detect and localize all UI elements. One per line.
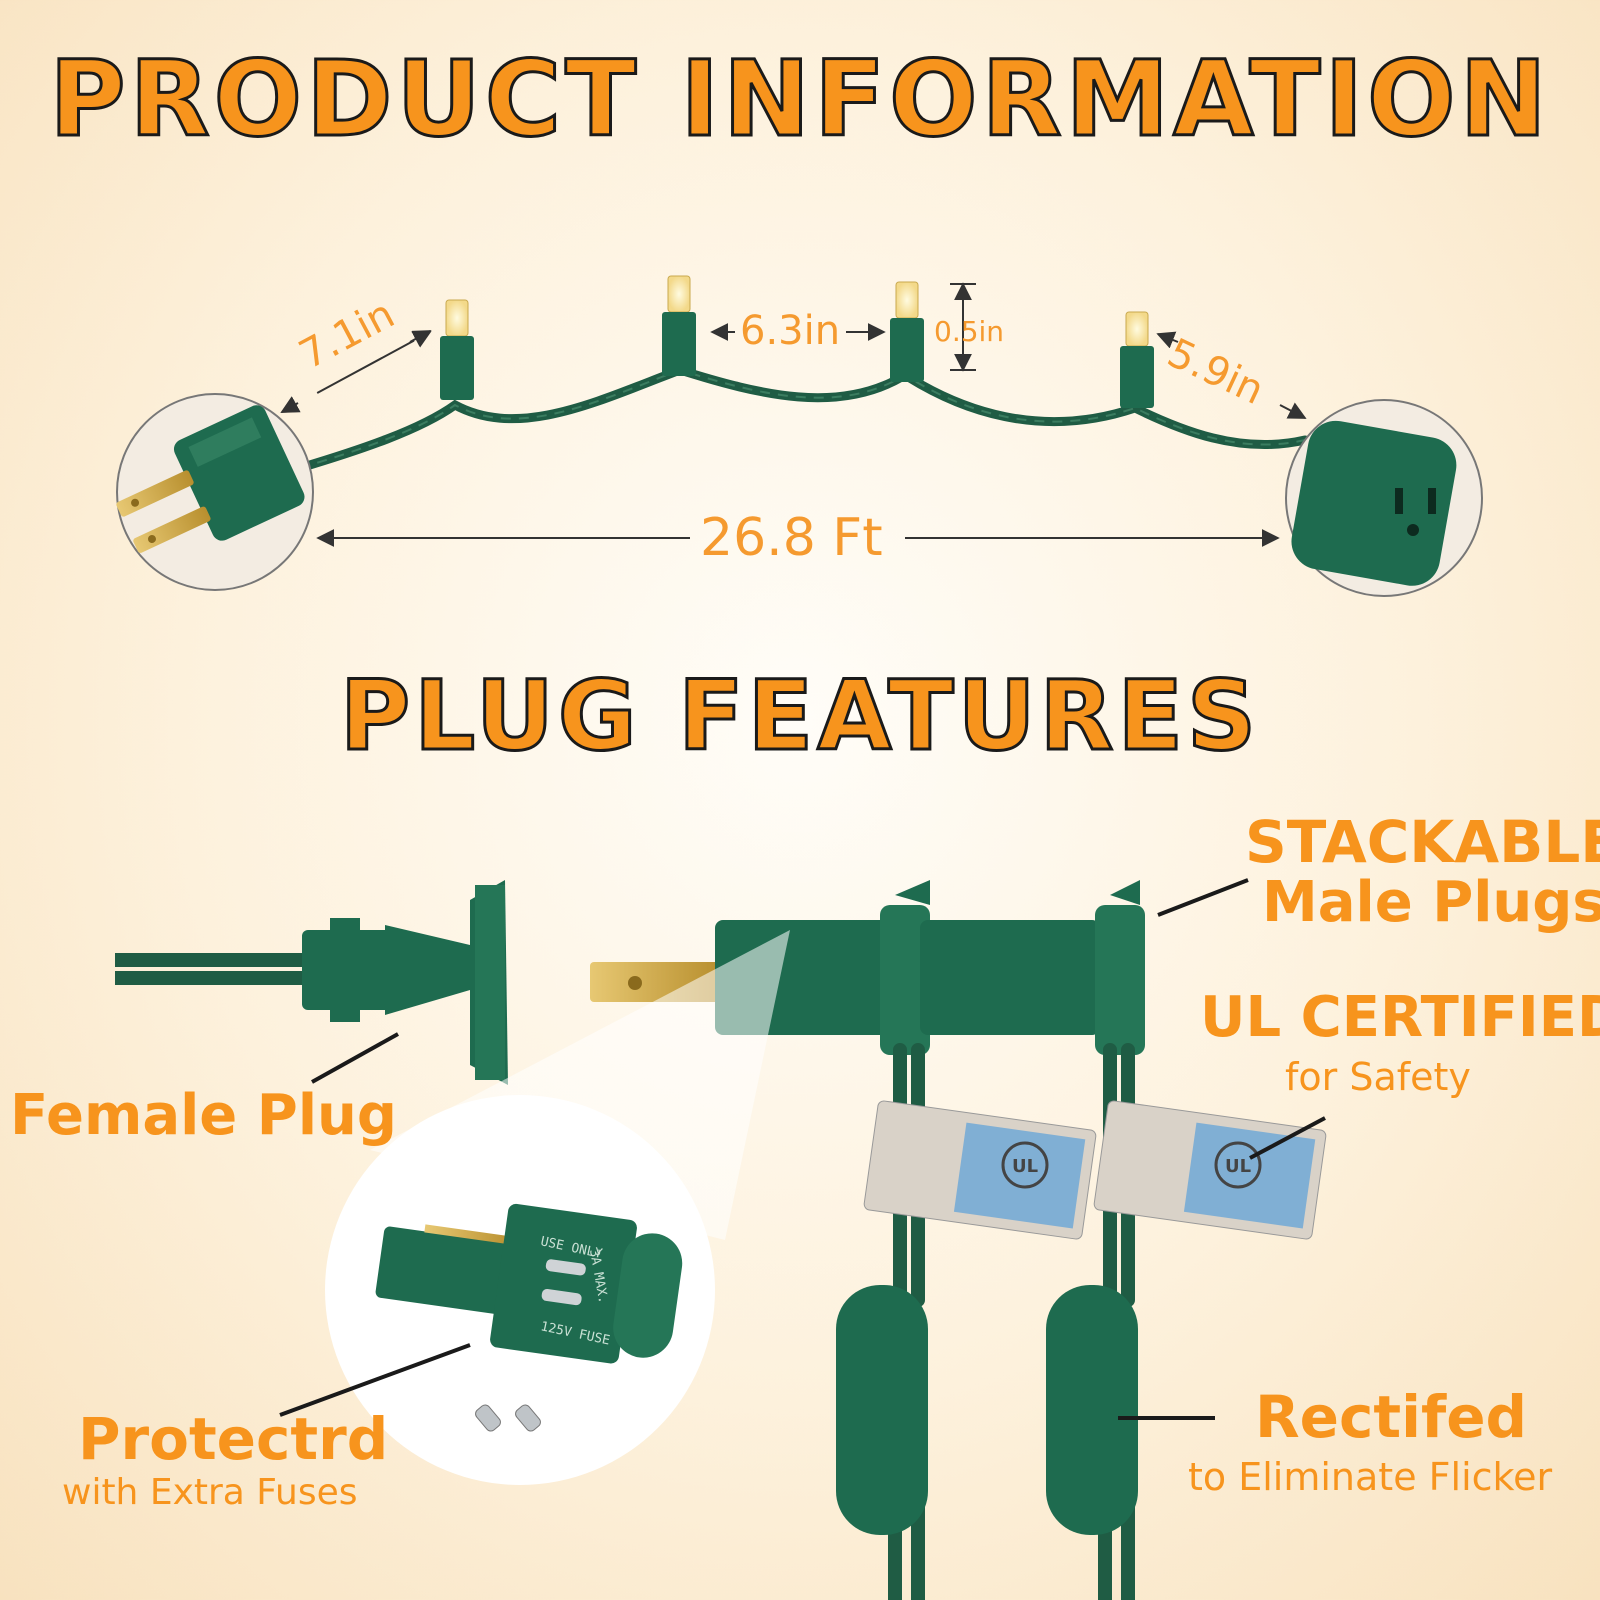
ul-mark-left: UL [1012, 1156, 1038, 1177]
male-plug-closeup [116, 393, 314, 591]
dim-arrow-5-9in-a [1156, 331, 1179, 349]
stackable-subtitle: Male Plugs [1262, 870, 1600, 935]
leader-protected [279, 1343, 471, 1417]
led-bulb [1120, 311, 1154, 408]
rectified-subtitle: to Eliminate Flicker [1188, 1455, 1553, 1499]
leader-female [311, 1032, 399, 1084]
rectified-title: Rectifed [1255, 1383, 1528, 1451]
dim-label-total-length: 26.8 Ft [700, 508, 883, 568]
rectifier-left [836, 1285, 928, 1535]
dim-arrow-5-9in-b [1279, 402, 1307, 419]
ul-tag-left [863, 1100, 1097, 1240]
protected-title: Protectrd [78, 1405, 389, 1473]
leader-stackable [1157, 878, 1249, 917]
dim-label-0-5in: 0.5in [934, 315, 1005, 348]
ul-tag-right [1093, 1100, 1327, 1240]
ul-certified-subtitle: for Safety [1285, 1055, 1471, 1099]
led-bulb [662, 275, 696, 376]
light-string-wire-highlight [299, 368, 1306, 469]
female-plug-closeup [1285, 399, 1483, 597]
dim-arrow-7-1in [280, 331, 432, 413]
fuse-plug [375, 1203, 683, 1364]
ul-mark-right: UL [1225, 1156, 1251, 1177]
stackable-title: STACKABLE [1245, 808, 1600, 876]
leader-ul [1249, 1116, 1326, 1160]
plug-features-heading: PLUG FEATURES [338, 659, 1261, 774]
rectifier-right [1046, 1285, 1138, 1535]
dim-label-6-3in: 6.3in [740, 308, 841, 354]
stacked-male-plugs [590, 880, 1145, 1055]
female-plug-side [115, 880, 508, 1085]
spare-fuses [475, 1404, 541, 1432]
ul-certified-title: UL CERTIFIED [1200, 985, 1600, 1050]
protected-subtitle: with Extra Fuses [62, 1472, 358, 1513]
led-bulb [440, 299, 474, 400]
female-plug-title: Female Plug [10, 1083, 397, 1148]
product-information-heading: PRODUCT INFORMATION [48, 37, 1551, 162]
led-bulb [890, 281, 924, 382]
